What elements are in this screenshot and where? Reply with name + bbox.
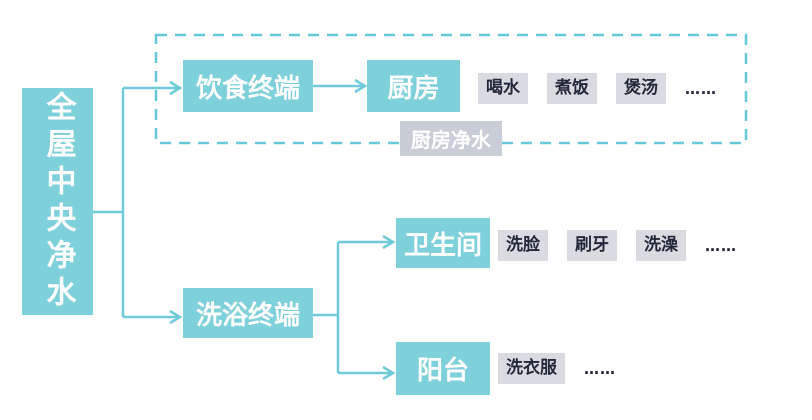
arrowhead-drinking xyxy=(169,80,183,96)
tag-make-soup: 煲汤 xyxy=(616,73,666,104)
tag-drink-water: 喝水 xyxy=(478,73,528,104)
arrowhead-balcony xyxy=(382,365,396,381)
kitchen-purification-group-label: 厨房净水 xyxy=(400,121,502,156)
node-drinking-terminal: 饮食终端 xyxy=(183,60,313,112)
tag-wash-face: 洗脸 xyxy=(498,230,548,261)
node-kitchen: 厨房 xyxy=(367,60,460,112)
arrowhead-washing xyxy=(169,309,183,325)
tag-laundry: 洗衣服 xyxy=(498,353,565,384)
bathroom-ellipsis: …… xyxy=(705,236,737,255)
bathroom-tag-row: 洗脸 刷牙 洗澡 …… xyxy=(498,230,737,261)
kitchen-tag-row: 喝水 煮饭 煲汤 …… xyxy=(478,73,717,104)
balcony-ellipsis: …… xyxy=(584,359,616,378)
node-balcony: 阳台 xyxy=(396,342,490,395)
tag-brush-teeth: 刷牙 xyxy=(567,230,617,261)
arrowhead-kitchen xyxy=(354,78,368,94)
node-bathroom: 卫生间 xyxy=(396,218,490,268)
arrowhead-bathroom xyxy=(382,234,396,250)
tag-cook-rice: 煮饭 xyxy=(547,73,597,104)
kitchen-ellipsis: …… xyxy=(685,79,717,98)
node-washing-terminal: 洗浴终端 xyxy=(183,288,313,338)
root-node-whole-house-purification: 全屋中央净水 xyxy=(22,88,93,315)
tag-bathe: 洗澡 xyxy=(636,230,686,261)
balcony-tag-row: 洗衣服 …… xyxy=(498,353,616,384)
